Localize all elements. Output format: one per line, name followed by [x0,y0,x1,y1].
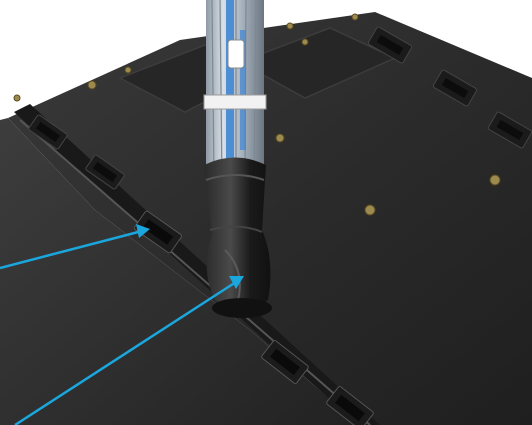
callout-arrow-grommet [0,224,150,270]
brush-grommet-row-right [367,26,532,149]
rack-top-surface [8,12,532,425]
rack-edge-rail [14,104,380,425]
brush-grommet-slot [133,210,183,254]
brush-grommet-row-left [28,114,374,425]
rail-highlight [19,119,371,425]
mounting-screws [13,13,501,216]
cable-bundle [203,0,267,181]
callout-arrow-boot [14,276,244,425]
cable-bundle-boot [204,157,272,318]
